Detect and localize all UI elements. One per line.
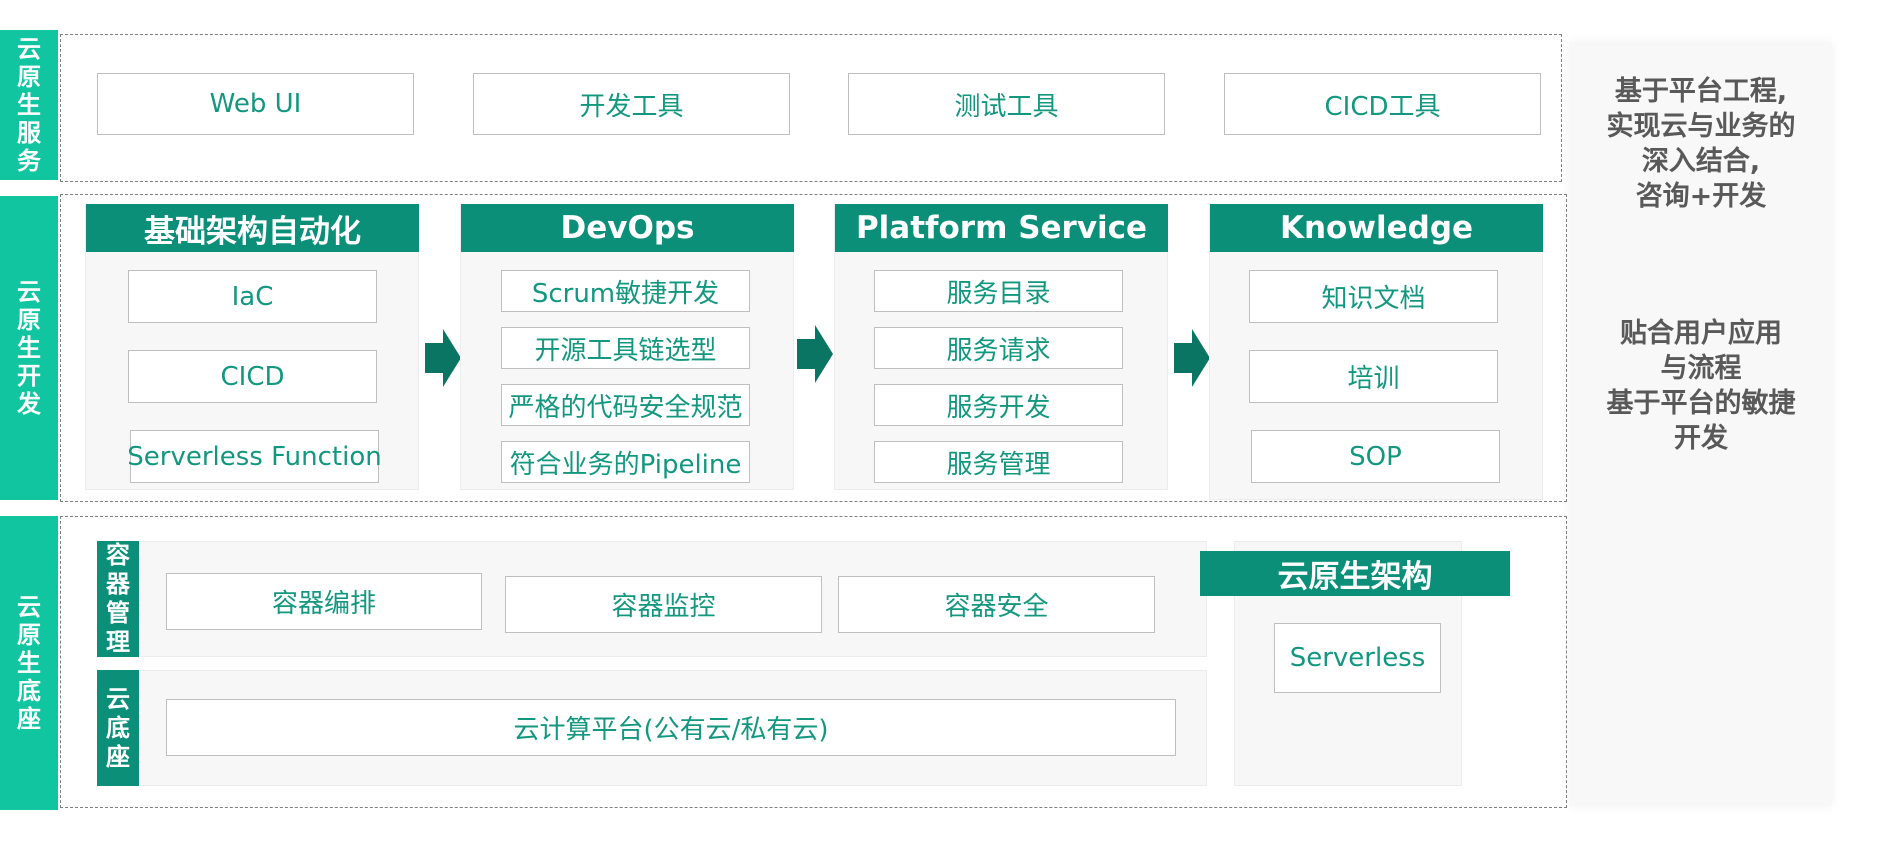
service-dev-tools: 开发工具: [473, 73, 790, 135]
right-arrow-icon: [425, 329, 461, 387]
group-title-infra-automation: 基础架构自动化: [86, 204, 419, 252]
right-arrow-icon: [797, 325, 833, 383]
services-layer: [60, 34, 1562, 182]
base-layer: [60, 516, 1567, 808]
container-monitoring: 容器监控: [505, 576, 822, 633]
layer-label-development: 云原生开发: [0, 196, 58, 500]
container-management-label: 容器管理: [97, 541, 139, 657]
group-title-knowledge: Knowledge: [1210, 204, 1543, 252]
service-cicd-tools: CICD工具: [1224, 73, 1541, 135]
note-platform-engineering: 基于平台工程, 实现云与业务的 深入结合, 咨询+开发: [1606, 76, 1796, 212]
container-orchestration: 容器编排: [166, 573, 482, 630]
group-title-devops: DevOps: [461, 204, 794, 252]
container-security: 容器安全: [838, 576, 1155, 633]
service-test-tools: 测试工具: [848, 73, 1165, 135]
item-pipeline: 符合业务的Pipeline: [501, 441, 750, 483]
note-agile-dev: 贴合用户应用 与流程 基于平台的敏捷 开发: [1606, 318, 1796, 454]
item-serverless-function: Serverless Function: [127, 430, 382, 483]
cloud-computing-platform: 云计算平台(公有云/私有云): [166, 699, 1176, 756]
notes-panel: [1570, 42, 1832, 806]
item-service-development: 服务开发: [874, 384, 1123, 426]
right-arrow-icon: [1174, 329, 1210, 387]
cloud-native-arch-title: 云原生架构: [1200, 551, 1510, 596]
item-sop: SOP: [1251, 430, 1500, 483]
item-service-request: 服务请求: [874, 327, 1123, 369]
layer-label-services: 云原生服务: [0, 30, 58, 180]
item-code-security: 严格的代码安全规范: [501, 384, 750, 426]
item-iac: IaC: [128, 270, 377, 323]
item-training: 培训: [1249, 350, 1498, 403]
item-knowledge-docs: 知识文档: [1249, 270, 1498, 323]
item-service-management: 服务管理: [874, 441, 1123, 483]
cloud-base-label: 云底座: [97, 670, 139, 786]
item-cicd: CICD: [128, 350, 377, 403]
item-serverless: Serverless: [1274, 623, 1441, 693]
item-open-source-toolchain: 开源工具链选型: [501, 327, 750, 369]
item-service-catalog: 服务目录: [874, 270, 1123, 312]
development-layer: [60, 194, 1567, 502]
item-scrum: Scrum敏捷开发: [501, 270, 750, 312]
group-title-platform-service: Platform Service: [835, 204, 1168, 252]
service-web-ui: Web UI: [97, 73, 414, 135]
layer-label-base: 云原生底座: [0, 516, 58, 810]
